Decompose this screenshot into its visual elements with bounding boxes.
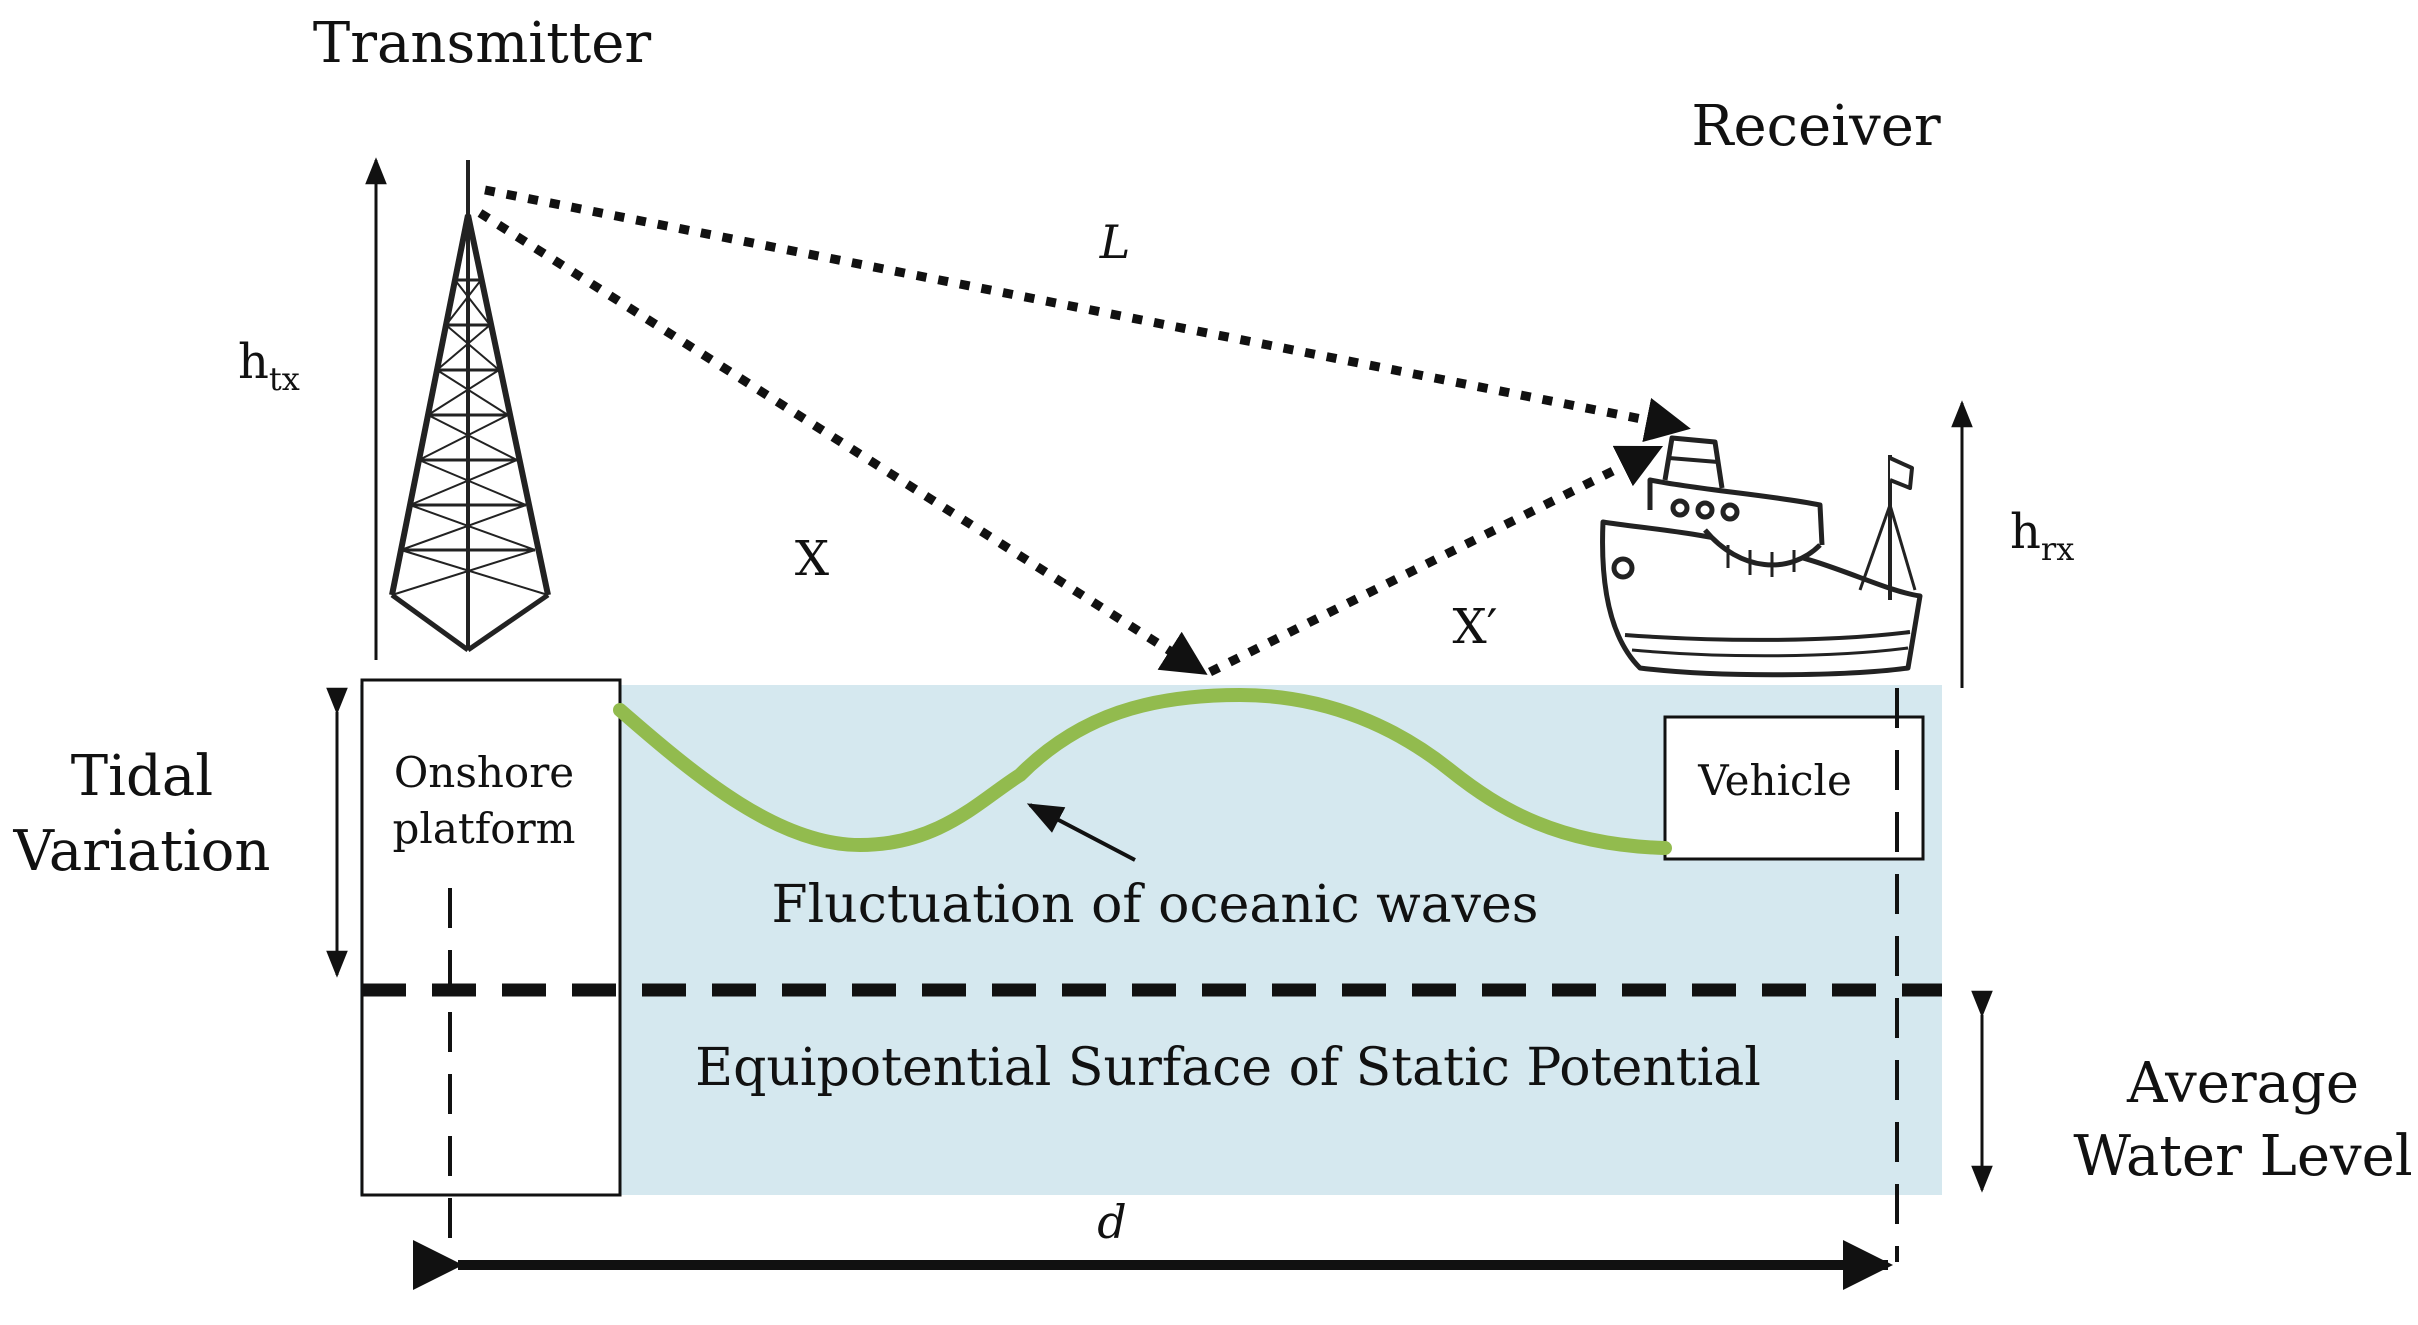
reflected-path-line bbox=[1207, 445, 1664, 677]
incident-path-line bbox=[477, 209, 1208, 675]
onshore-platform-label-line1: Onshore bbox=[394, 748, 574, 797]
reflected-path-label: X′ bbox=[1452, 599, 1497, 655]
tidal-variation-label-line2: Variation bbox=[13, 819, 271, 884]
distance-label: d bbox=[1097, 1195, 1126, 1249]
receiver-label: Receiver bbox=[1691, 94, 1940, 159]
average-water-level-label-line1: Average bbox=[2126, 1051, 2359, 1116]
average-water-level-label-line2: Water Level bbox=[2073, 1124, 2412, 1189]
incident-path-label: X bbox=[795, 531, 829, 587]
onshore-platform-box bbox=[360, 678, 622, 1197]
equipotential-label: Equipotential Surface of Static Potentia… bbox=[695, 1038, 1761, 1098]
transmitter-tower-icon bbox=[389, 160, 551, 653]
fluctuation-pointer-arrow bbox=[1026, 803, 1136, 862]
direct-path-label: L bbox=[1099, 215, 1131, 269]
onshore-platform-label-line2: platform bbox=[393, 804, 576, 853]
ship-icon bbox=[1600, 435, 1923, 678]
tidal-variation-label-line1: Tidal bbox=[71, 744, 213, 809]
vehicle-box bbox=[1663, 715, 1925, 861]
h-rx-label: hrx bbox=[2010, 504, 2074, 568]
vehicle-label: Vehicle bbox=[1697, 756, 1852, 805]
h-tx-label: htx bbox=[238, 334, 300, 398]
transmitter-label: Transmitter bbox=[313, 11, 651, 76]
ocean-wave-curve bbox=[613, 687, 1672, 855]
fluctuation-label: Fluctuation of oceanic waves bbox=[772, 875, 1539, 935]
direct-path-line bbox=[484, 185, 1691, 443]
